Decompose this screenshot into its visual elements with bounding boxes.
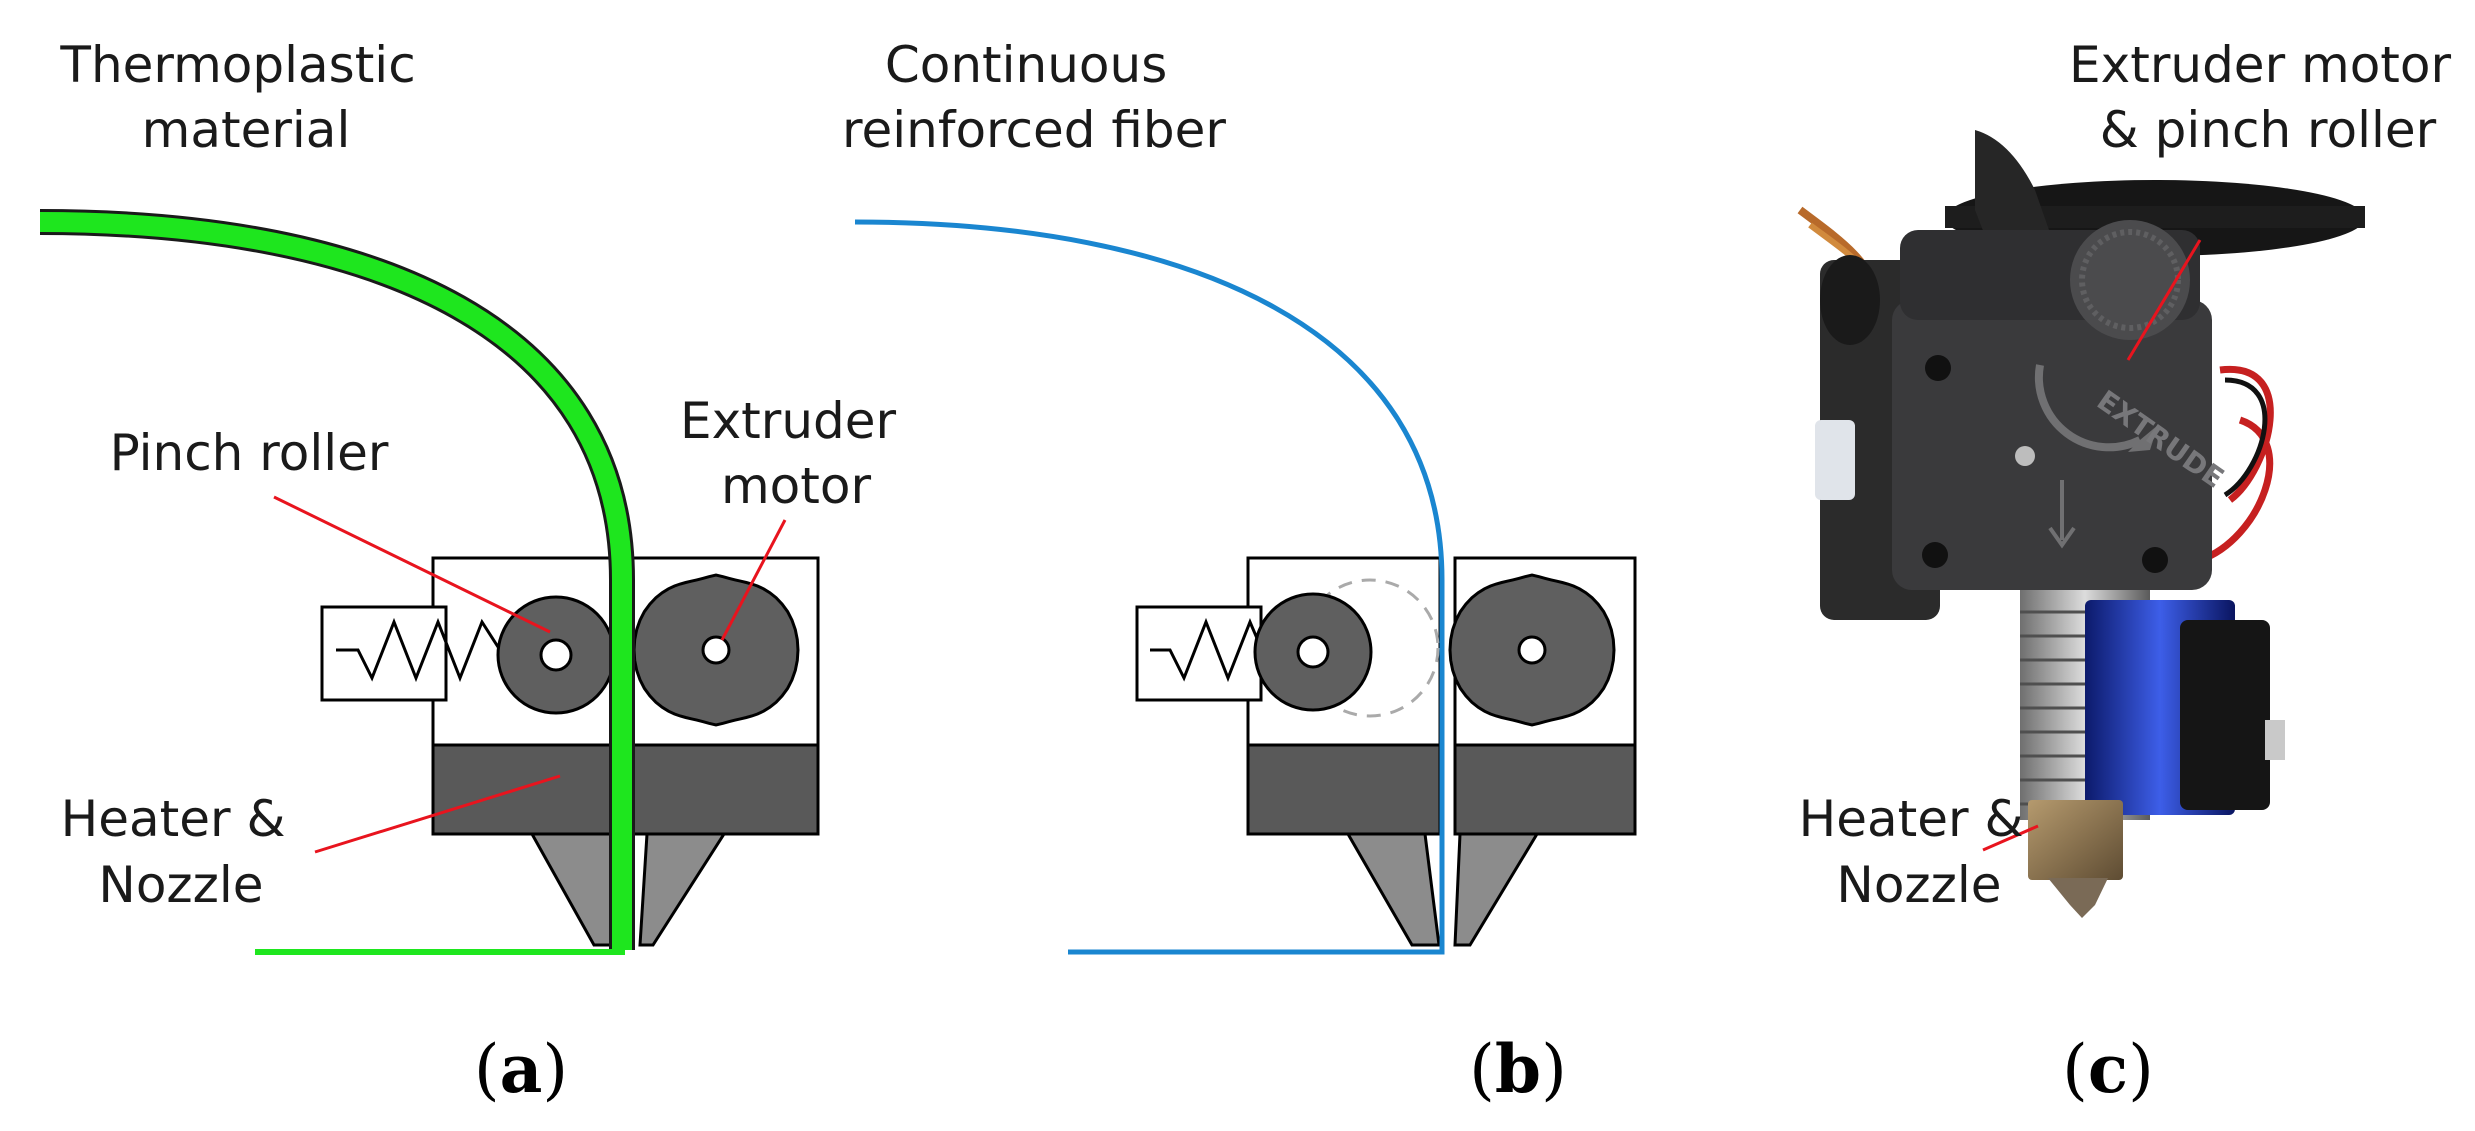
label-extruder-motor: Extruder motor — [680, 392, 912, 515]
heater-block-b-left — [1246, 743, 1442, 836]
continuous-fiber — [854, 219, 1445, 955]
caption-b: (b) — [1469, 1030, 1567, 1108]
photo-nozzle — [2048, 878, 2108, 918]
label-pinch-roller: Pinch roller — [110, 424, 389, 482]
extruder-gear-b — [1448, 573, 1616, 727]
panel-b: Continuous reinforced fiber (b) — [842, 36, 1637, 1108]
leader-extruder-motor-a — [720, 519, 787, 641]
label-heater-a: Heater & Nozzle — [61, 790, 302, 914]
label-heater-c: Heater & Nozzle — [1799, 790, 2040, 914]
spring-a — [336, 617, 528, 683]
panel-c: EXTRUDE — [1797, 36, 2467, 1108]
extruder-photo: EXTRUDE — [1797, 130, 2365, 918]
extruder-gear-a — [632, 573, 800, 727]
leader-heater-c — [1982, 824, 2039, 852]
leader-extruder-roller-c — [2126, 239, 2202, 361]
heater-block-b-right — [1453, 743, 1637, 836]
leader-heater-a — [314, 774, 561, 854]
label-thermoplastic: Thermoplastic material — [59, 36, 431, 159]
nozzle-b — [1345, 832, 1540, 947]
photo-heater-block — [2028, 800, 2123, 880]
caption-c: (c) — [2062, 1030, 2154, 1108]
label-extruder-roller: Extruder motor & pinch roller — [2069, 36, 2467, 159]
caption-a: (a) — [474, 1030, 568, 1108]
label-fiber: Continuous reinforced fiber — [842, 36, 1226, 159]
leader-pinch-roller-a — [273, 495, 551, 634]
pinch-roller-b — [1253, 578, 1440, 718]
panel-a: Thermoplastic material Pinch roller Extr… — [39, 36, 912, 1108]
